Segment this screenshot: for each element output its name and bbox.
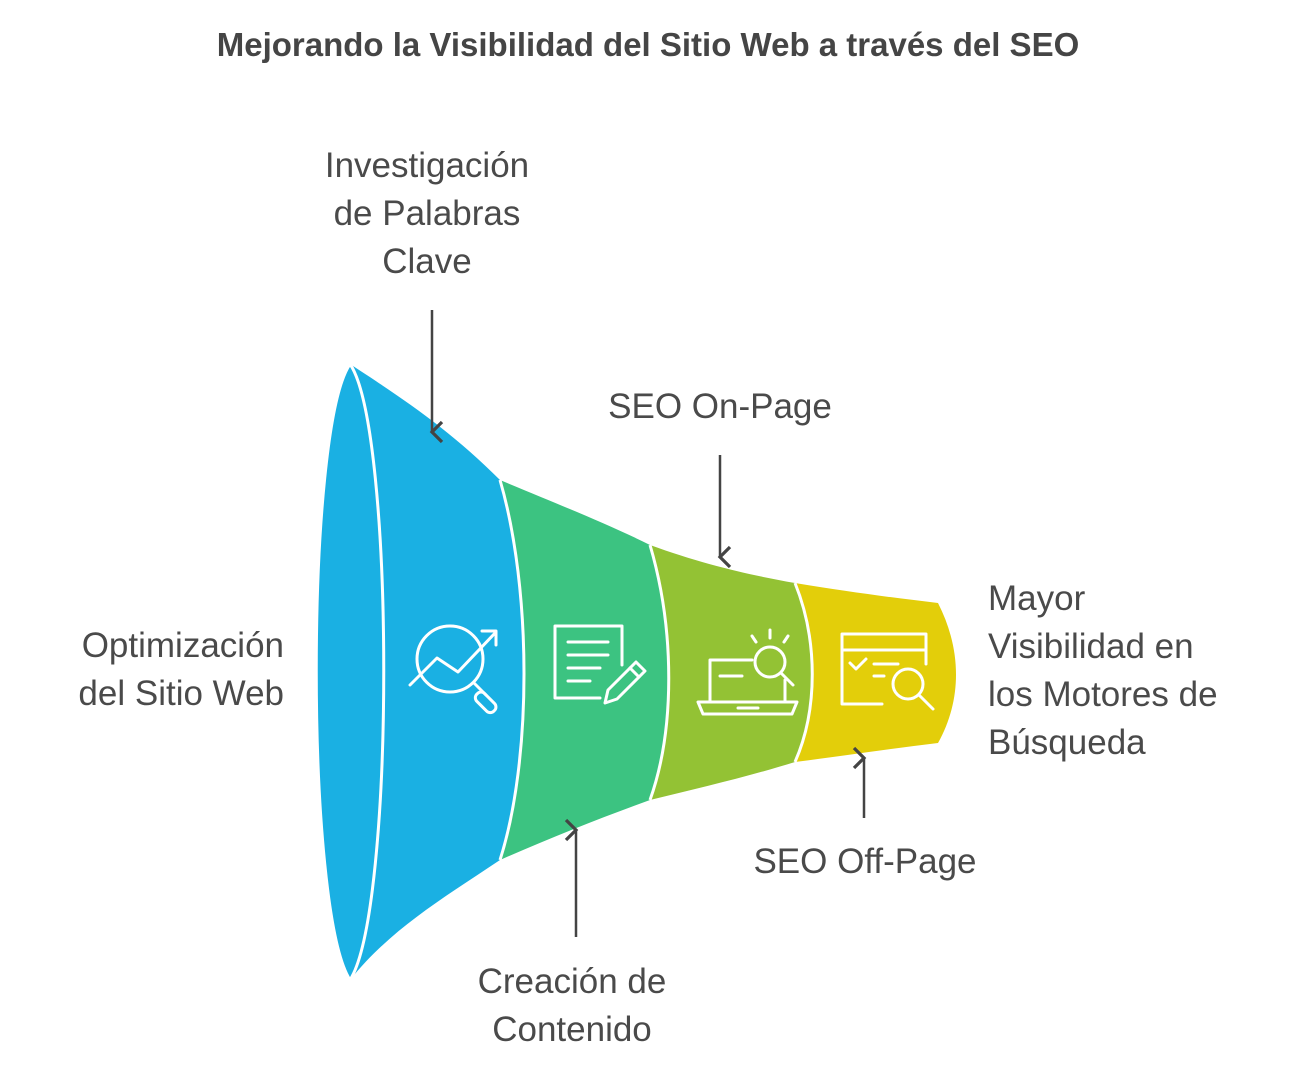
label-on-page-seo: SEO On-Page [608, 387, 832, 426]
chart-search-icon [408, 624, 498, 715]
label-result: Mayor Visibilidad en los Motores de Búsq… [988, 579, 1218, 762]
label-start: Optimización del Sitio Web [78, 626, 284, 713]
label-keyword-research: Investigación de Palabras Clave [324, 146, 530, 281]
label-off-page-seo: SEO Off-Page [753, 842, 977, 881]
page-title: Mejorando la Visibilidad del Sitio Web a… [216, 26, 1080, 63]
funnel-segment-off-page-seo [795, 583, 956, 762]
funnel-segment-content-creation [500, 480, 669, 860]
connector-arrows [429, 310, 867, 937]
browser-search-icon [840, 632, 935, 711]
label-content-creation: Creación de Contenido [477, 962, 667, 1049]
laptop-search-icon [696, 628, 799, 716]
funnel-segment-on-page-seo [650, 545, 813, 800]
document-edit-icon [553, 624, 647, 705]
funnel-mouth [314, 361, 386, 983]
segment-dividers [498, 479, 814, 861]
